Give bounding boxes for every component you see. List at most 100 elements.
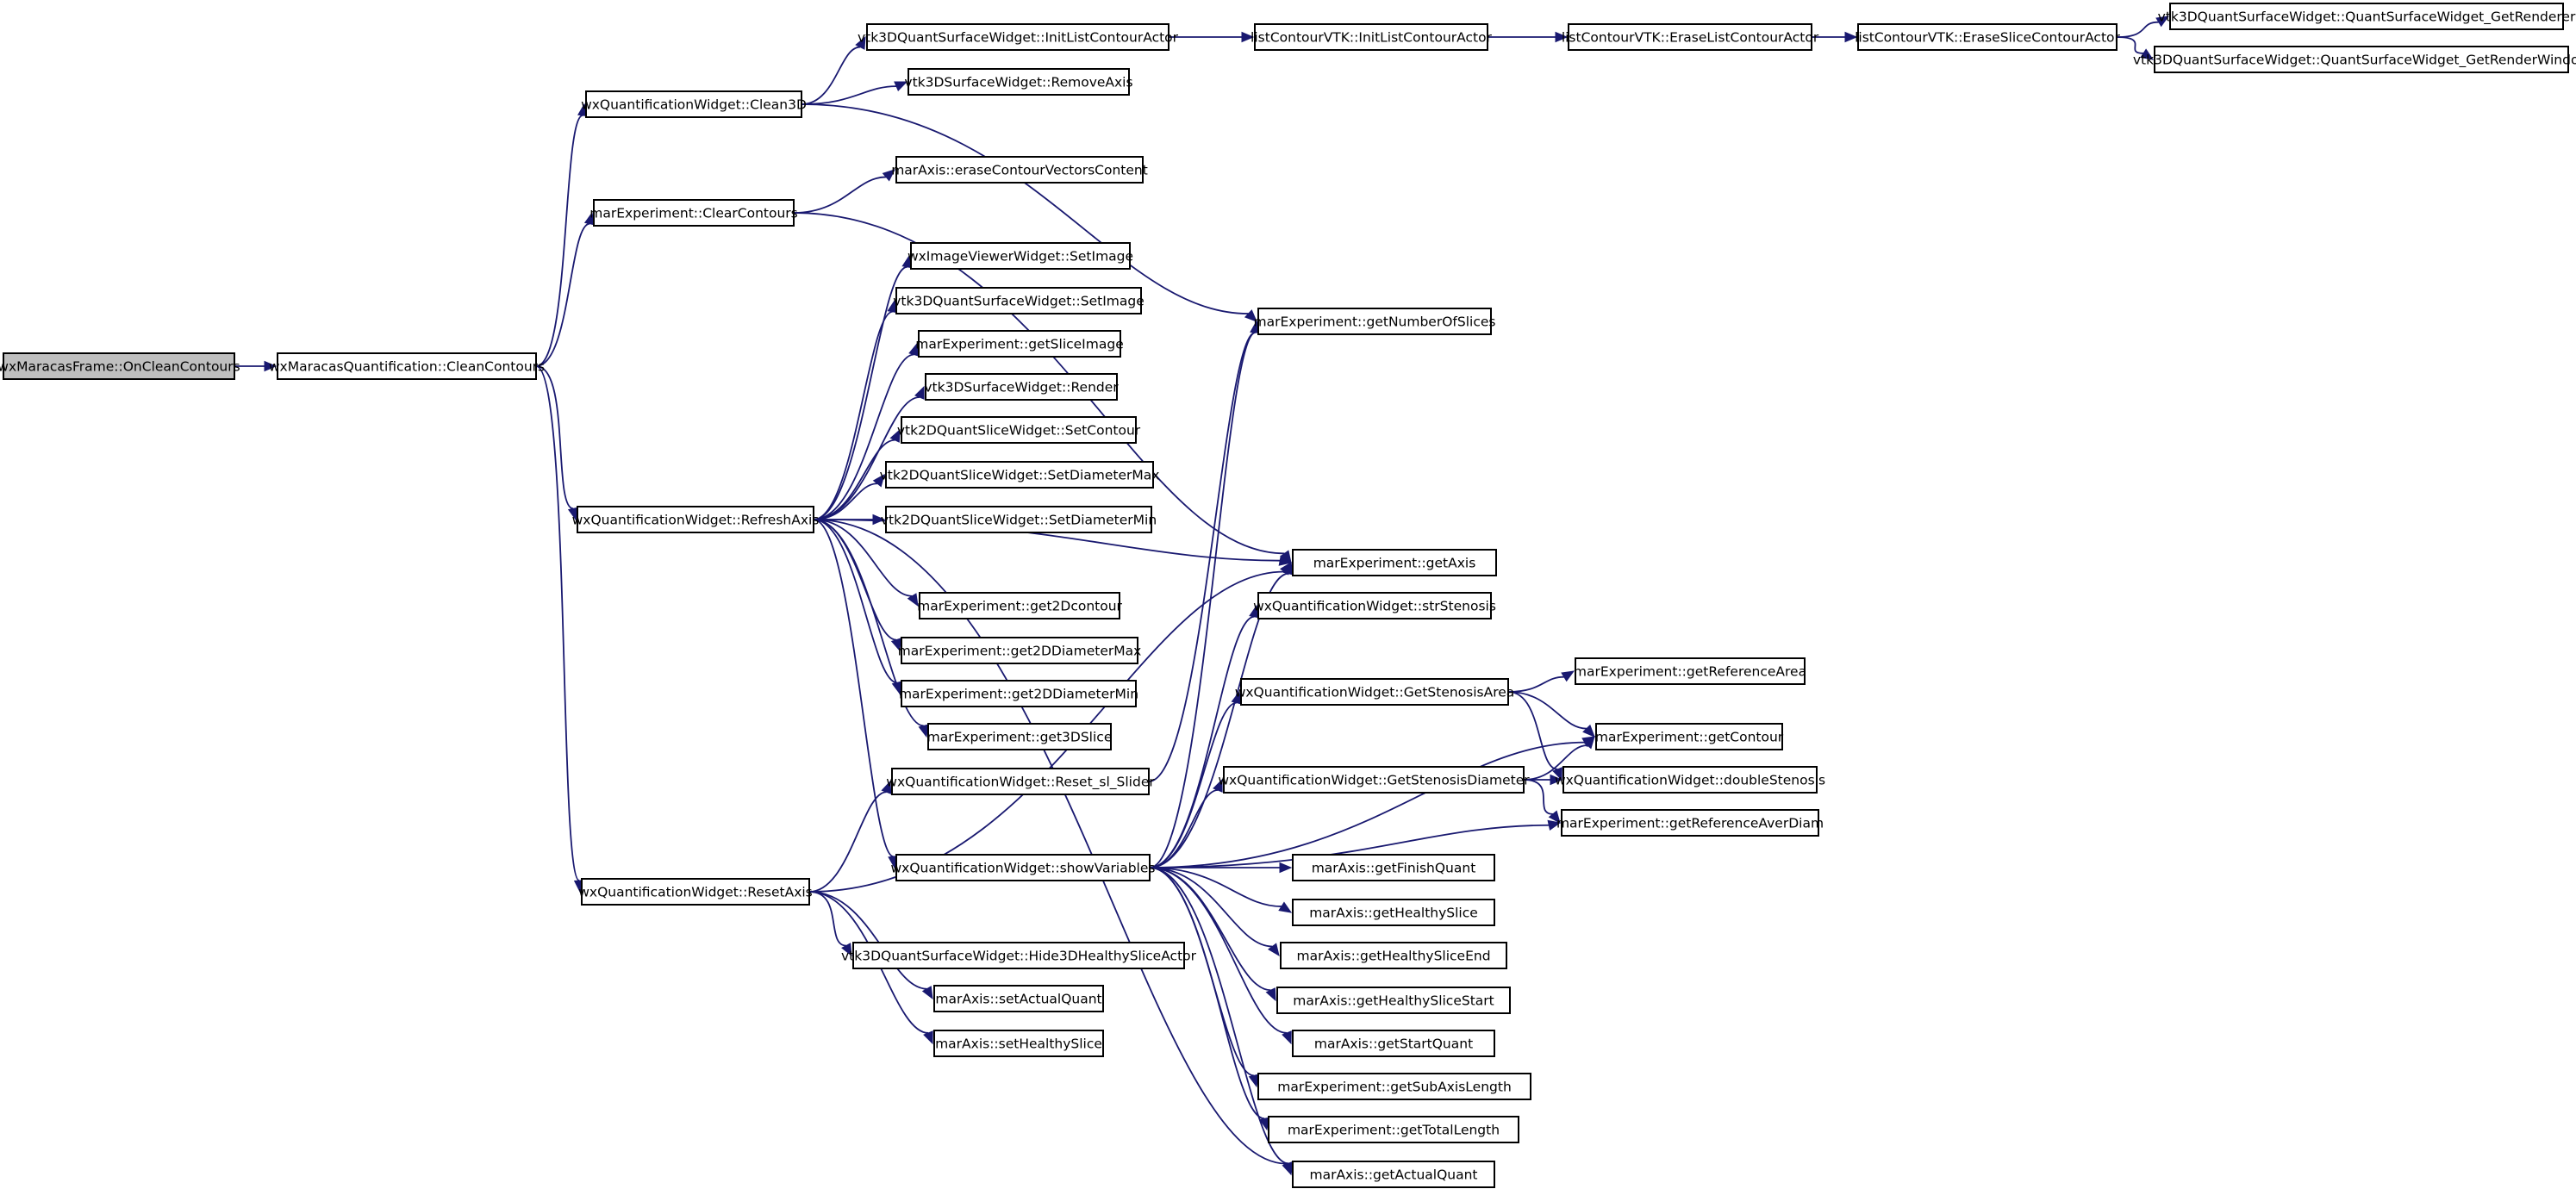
node-wx-maracas-quantification-clean-contours[interactable]: wxMaracasQuantification::CleanContours: [269, 352, 545, 380]
call-edge-line: [1149, 867, 1273, 948]
node-mar-axis-get-finish-quant[interactable]: marAxis::getFinishQuant: [1292, 854, 1495, 881]
node-label: vtk3DQuantSurfaceWidget::SetImage: [893, 294, 1145, 309]
node-vtk3-dquant-surface-widget-quant-surface-widget-get-renderer[interactable]: vtk3DQuantSurfaceWidget::QuantSurfaceWid…: [2158, 3, 2576, 30]
node-mar-experiment-clear-contours[interactable]: marExperiment::ClearContours: [589, 199, 798, 227]
call-edge: [1149, 778, 1223, 868]
node-wx-image-viewer-widget-set-image[interactable]: wxImageViewerWidget::SetImage: [908, 242, 1133, 270]
node-list-contour-vtk-erase-slice-contour-actor[interactable]: listContourVTK::EraseSliceContourActor: [1855, 23, 2121, 51]
node-mar-axis-get-healthy-slice-end[interactable]: marAxis::getHealthySliceEnd: [1280, 942, 1507, 969]
node-mar-experiment-get3-dslice[interactable]: marExperiment::get3DSlice: [927, 723, 1113, 750]
node-box: [891, 768, 1150, 795]
call-edge: [234, 360, 278, 372]
call-edge: [793, 169, 895, 214]
node-box: [1561, 809, 1819, 837]
node-box: [1280, 942, 1507, 969]
node-box: [1292, 1161, 1495, 1188]
node-list-contour-vtk-init-list-contour-actor[interactable]: listContourVTK::InitListContourActor: [1251, 23, 1493, 51]
node-mar-experiment-get-sub-axis-length[interactable]: marExperiment::getSubAxisLength: [1257, 1073, 1531, 1100]
node-wx-quantification-widget-clean3-d[interactable]: wxQuantificationWidget::Clean3D: [581, 90, 807, 118]
node-mar-axis-get-start-quant[interactable]: marAxis::getStartQuant: [1292, 1030, 1495, 1057]
node-vtk3-dquant-surface-widget-set-image[interactable]: vtk3DQuantSurfaceWidget::SetImage: [893, 287, 1145, 314]
node-vtk3-dsurface-widget-render[interactable]: vtk3DSurfaceWidget::Render: [924, 373, 1119, 401]
node-label: vtk3DSurfaceWidget::RemoveAxis: [904, 75, 1132, 90]
call-edge-line: [535, 222, 590, 367]
node-vtk2-dquant-slice-widget-set-diameter-min[interactable]: vtk2DQuantSliceWidget::SetDiameterMin: [881, 506, 1157, 533]
call-edge: [1488, 31, 1569, 43]
node-label: marExperiment::getSliceImage: [915, 337, 1123, 352]
node-box: [1292, 899, 1495, 926]
node-label: marExperiment::get2DDiameterMin: [899, 687, 1138, 702]
node-box: [1292, 854, 1495, 881]
node-label: wxQuantificationWidget::ResetAxis: [578, 885, 813, 900]
node-label: wxImageViewerWidget::SetImage: [908, 249, 1133, 265]
node-mar-experiment-get-reference-area[interactable]: marExperiment::getReferenceArea: [1574, 657, 1806, 685]
node-mar-experiment-get2-ddiameter-min[interactable]: marExperiment::get2DDiameterMin: [899, 680, 1138, 707]
node-mar-axis-get-actual-quant[interactable]: marAxis::getActualQuant: [1292, 1161, 1495, 1188]
call-edge-line: [1523, 744, 1587, 781]
node-label: marExperiment::get2Dcontour: [917, 599, 1122, 614]
node-vtk3-dsurface-widget-remove-axis[interactable]: vtk3DSurfaceWidget::RemoveAxis: [904, 68, 1133, 96]
node-box: [852, 942, 1185, 969]
call-edge-line: [813, 519, 924, 727]
node-label: vtk2DQuantSliceWidget::SetDiameterMin: [881, 513, 1157, 528]
node-wx-quantification-widget-reset-axis[interactable]: wxQuantificationWidget::ResetAxis: [578, 878, 813, 906]
node-wx-quantification-widget-str-stenosis[interactable]: wxQuantificationWidget::strStenosis: [1253, 592, 1496, 619]
node-mar-axis-set-healthy-slice[interactable]: marAxis::setHealthySlice: [933, 1030, 1104, 1057]
call-edge-line: [1149, 572, 1289, 868]
node-vtk3-dquant-surface-widget-quant-surface-widget-get-render-window[interactable]: vtk3DQuantSurfaceWidget::QuantSurfaceWid…: [2133, 46, 2576, 73]
node-wx-quantification-widget-double-stenosis[interactable]: wxQuantificationWidget::doubleStenosis: [1555, 766, 1825, 794]
node-label: marExperiment::getContour: [1595, 730, 1784, 745]
node-mar-axis-erase-contour-vectors-content[interactable]: marAxis::eraseContourVectorsContent: [891, 156, 1148, 184]
node-mar-experiment-get-axis[interactable]: marExperiment::getAxis: [1292, 549, 1497, 576]
node-box: [1292, 1030, 1495, 1057]
node-box: [1276, 987, 1511, 1014]
call-edge-line: [793, 176, 887, 214]
call-edge-line: [808, 891, 927, 990]
node-wx-quantification-widget-refresh-axis[interactable]: wxQuantificationWidget::RefreshAxis: [572, 506, 820, 533]
arrowhead-icon: [1582, 736, 1595, 750]
call-edge-line: [1148, 332, 1256, 782]
call-edge-line: [1149, 867, 1288, 1034]
node-wx-quantification-widget-reset-sl-slider[interactable]: wxQuantificationWidget::Reset_sl_Slider: [886, 768, 1155, 795]
node-vtk3-dquant-surface-widget-init-list-contour-actor[interactable]: vtk3DQuantSurfaceWidget::InitListContour…: [858, 23, 1179, 51]
call-graph-nodes: wxMaracasFrame::OnCleanContours wxMaracas…: [0, 3, 2576, 1188]
call-edge: [1149, 867, 1280, 957]
call-edge-line: [1149, 741, 1585, 868]
node-label: marAxis::setHealthySlice: [935, 1036, 1102, 1052]
node-vtk2-dquant-slice-widget-set-diameter-max[interactable]: vtk2DQuantSliceWidget::SetDiameterMax: [880, 461, 1160, 489]
node-mar-axis-get-healthy-slice-start[interactable]: marAxis::getHealthySliceStart: [1276, 987, 1511, 1014]
node-label: marExperiment::getSubAxisLength: [1277, 1080, 1512, 1095]
node-mar-experiment-get-slice-image[interactable]: marExperiment::getSliceImage: [915, 330, 1124, 358]
node-list-contour-vtk-erase-list-contour-actor[interactable]: listContourVTK::EraseListContourActor: [1562, 23, 1819, 51]
call-edge-line: [1149, 332, 1257, 868]
node-wx-quantification-widget-show-variables[interactable]: wxQuantificationWidget::showVariables: [891, 854, 1156, 881]
node-box: [901, 637, 1138, 664]
node-mar-axis-set-actual-quant[interactable]: marAxis::setActualQuant: [933, 985, 1104, 1012]
arrowhead-icon: [1548, 810, 1561, 825]
node-label: listContourVTK::EraseSliceContourActor: [1855, 30, 2120, 46]
node-wx-quantification-widget-get-stenosis-diameter[interactable]: wxQuantificationWidget::GetStenosisDiame…: [1218, 766, 1530, 794]
node-vtk2-dquant-slice-widget-set-contour[interactable]: vtk2DQuantSliceWidget::SetContour: [897, 416, 1141, 444]
node-mar-experiment-get-contour[interactable]: marExperiment::getContour: [1595, 723, 1784, 750]
arrowhead-icon: [1844, 31, 1858, 43]
node-mar-experiment-get-number-of-slices[interactable]: marExperiment::getNumberOfSlices: [1254, 308, 1496, 335]
node-label: listContourVTK::InitListContourActor: [1251, 30, 1493, 46]
node-box: [895, 287, 1142, 314]
node-mar-experiment-get-total-length[interactable]: marExperiment::getTotalLength: [1268, 1116, 1519, 1143]
node-vtk3-dquant-surface-widget-hide3-dhealthy-slice-actor[interactable]: vtk3DQuantSurfaceWidget::Hide3DHealthySl…: [841, 942, 1197, 969]
node-box: [593, 199, 795, 227]
call-edge-line: [808, 891, 846, 947]
node-box: [2154, 46, 2569, 73]
node-mar-experiment-get2-ddiameter-max[interactable]: marExperiment::get2DDiameterMax: [898, 637, 1142, 664]
arrowhead-icon: [1561, 670, 1575, 682]
node-wx-maracas-frame-on-clean-contours[interactable]: wxMaracasFrame::OnCleanContours: [0, 352, 240, 380]
node-label: marExperiment::ClearContours: [589, 206, 797, 221]
node-mar-experiment-get-reference-aver-diam[interactable]: marExperiment::getReferenceAverDiam: [1556, 809, 1824, 837]
call-edge: [1149, 867, 1292, 1045]
node-label: marAxis::getStartQuant: [1314, 1036, 1473, 1052]
node-mar-experiment-get2-dcontour[interactable]: marExperiment::get2Dcontour: [917, 592, 1123, 619]
node-wx-quantification-widget-get-stenosis-area[interactable]: wxQuantificationWidget::GetStenosisArea: [1235, 678, 1515, 706]
node-mar-axis-get-healthy-slice[interactable]: marAxis::getHealthySlice: [1292, 899, 1495, 926]
node-label: wxQuantificationWidget::RefreshAxis: [572, 513, 820, 528]
